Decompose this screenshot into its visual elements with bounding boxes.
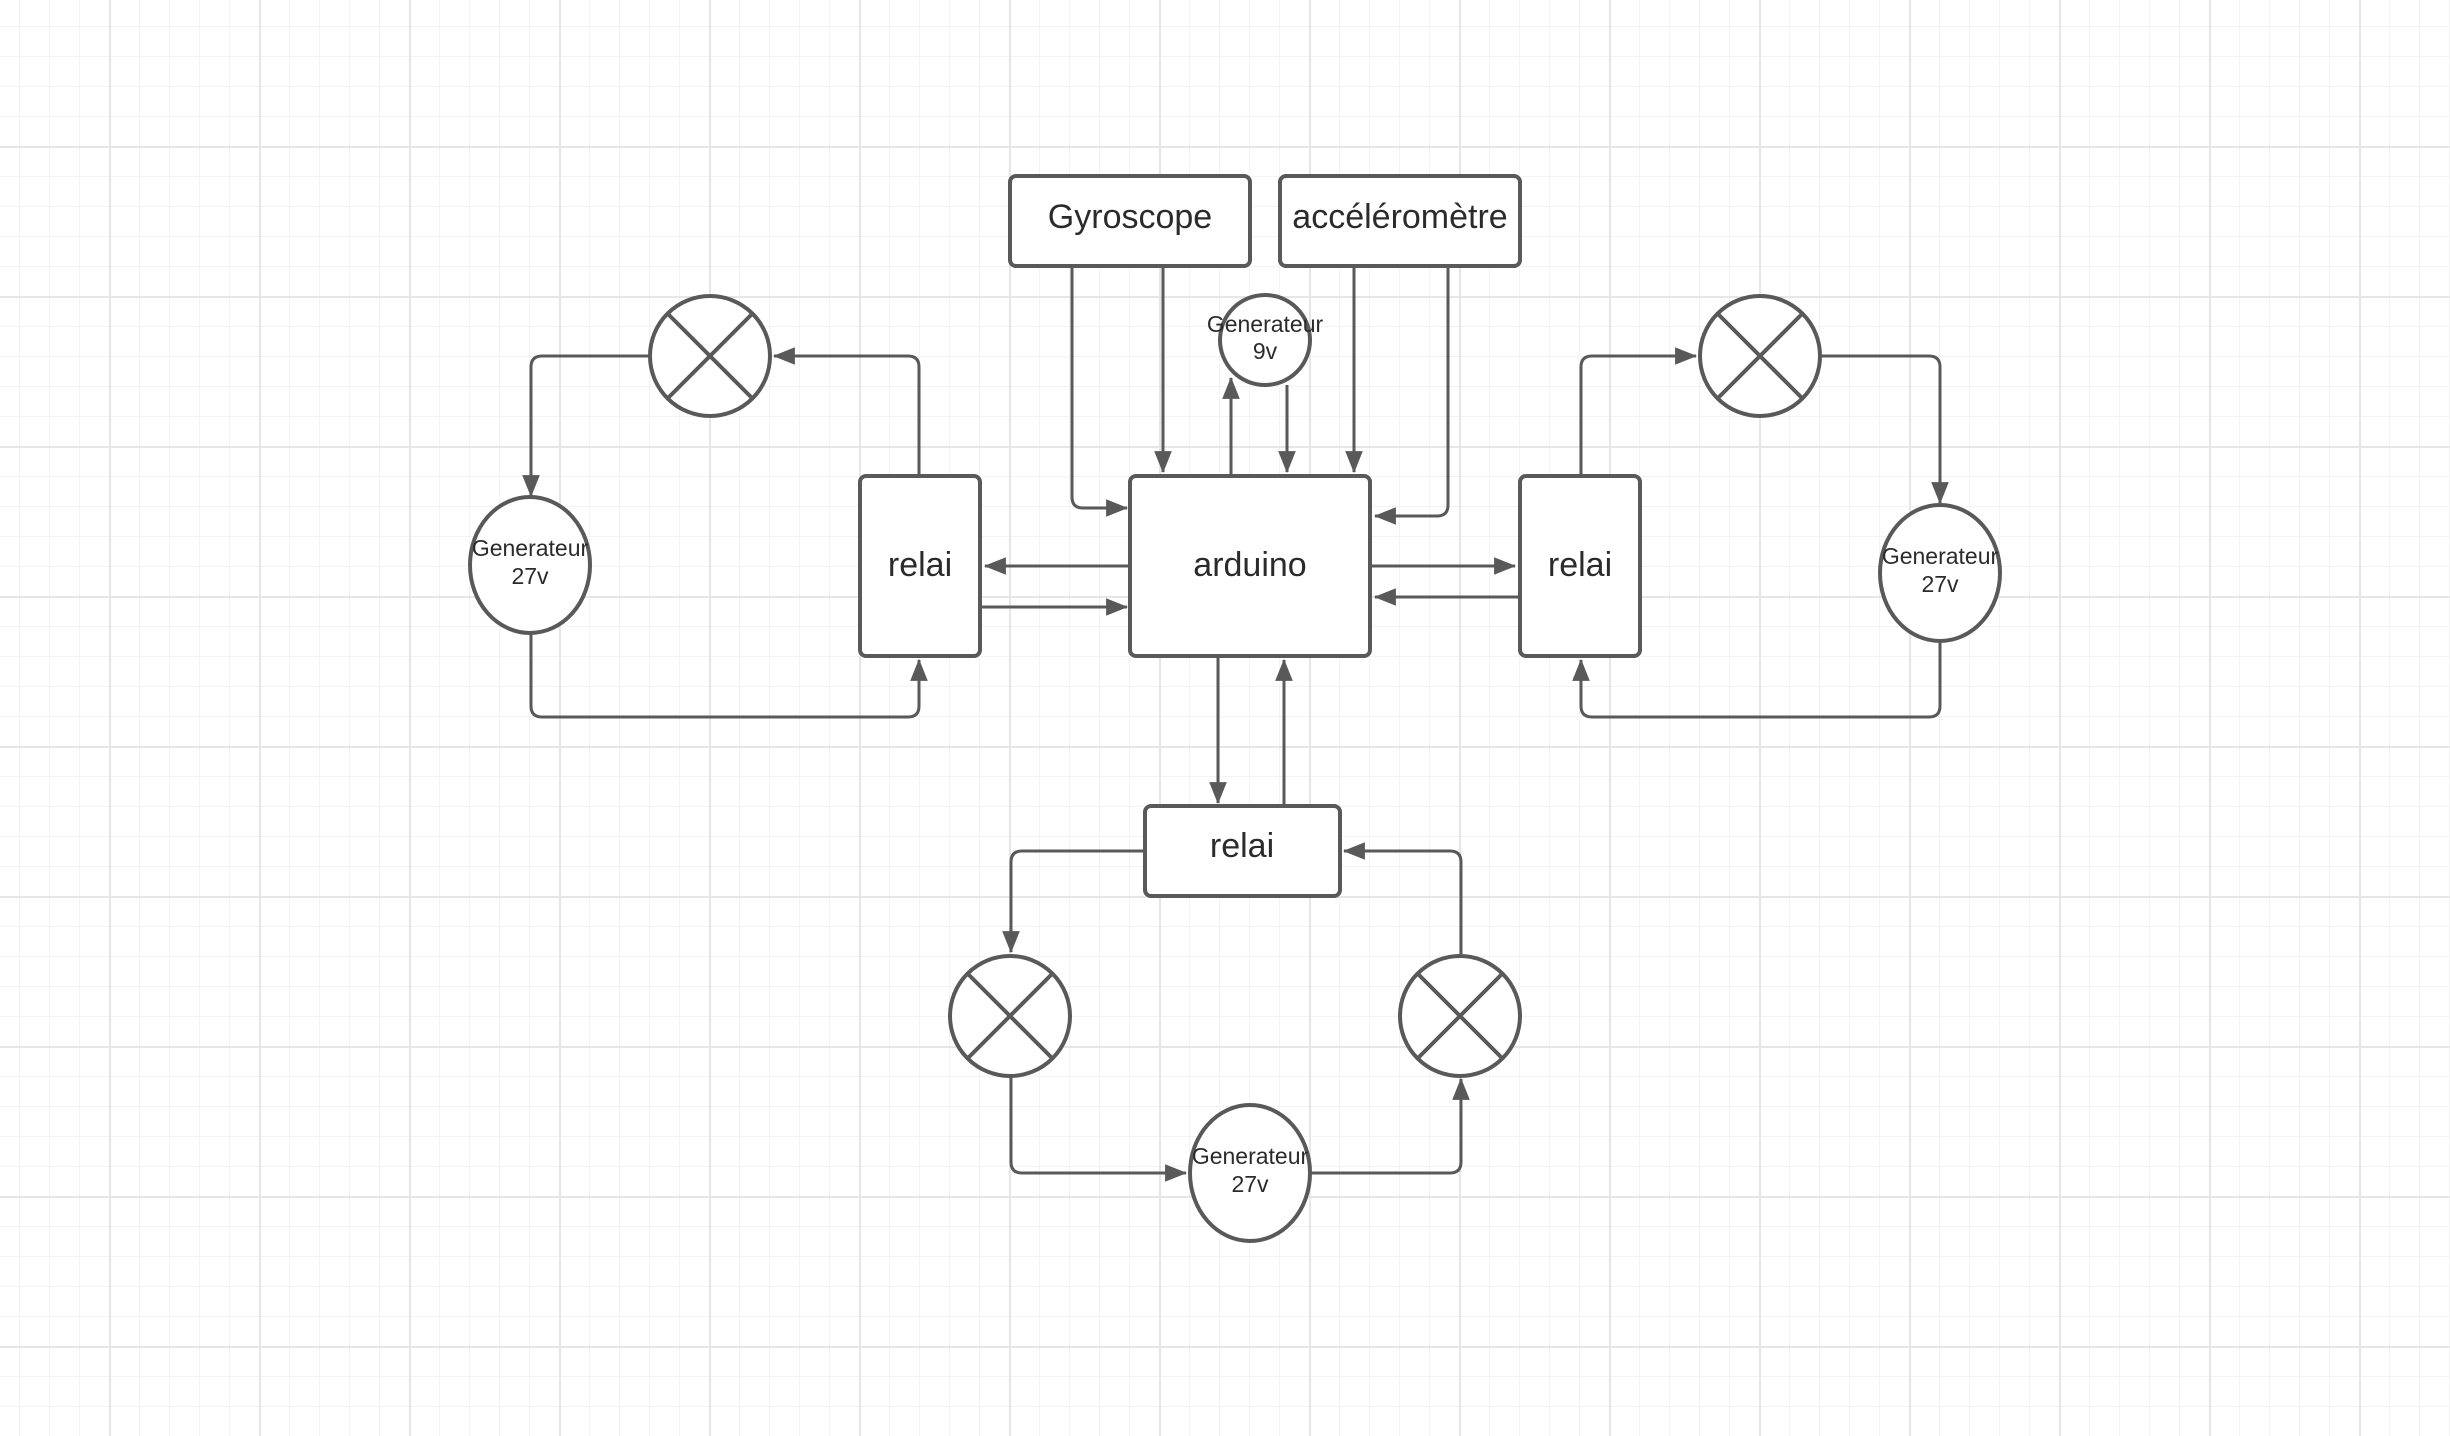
lamp-bottom-left-icon[interactable] <box>948 954 1072 1078</box>
gen-bottom-label-line1: Generateur <box>1192 1143 1309 1169</box>
wire-relai-bottom-lamp-bl <box>1002 849 1146 954</box>
gen-right-label-line2: 27v <box>1921 571 1959 597</box>
wire-relai-left-lamp-left <box>772 347 921 476</box>
wire-lamp-bl-gen-bottom <box>1009 1076 1188 1182</box>
wire-relai-right-lamp-right <box>1579 347 1698 476</box>
gen-right-label-line1: Generateur <box>1882 543 1999 569</box>
generator-9v[interactable]: Generateur 9v <box>1207 293 1324 387</box>
gen-left-label-line1: Generateur <box>472 535 589 561</box>
relai-left-label: relai <box>888 546 952 584</box>
arduino-label: arduino <box>1193 546 1306 584</box>
gen9v-label-line2: 9v <box>1253 338 1278 364</box>
wire-lamp-br-relai-bottom <box>1342 842 1463 954</box>
connectors <box>522 266 1949 1182</box>
arduino-box[interactable]: arduino <box>1128 474 1372 658</box>
lamp-bottom-right-icon[interactable] <box>1398 954 1522 1078</box>
relai-bottom-box[interactable]: relai <box>1143 804 1342 898</box>
generator-27v-right[interactable]: Generateur 27v <box>1878 503 2002 643</box>
wire-gen-right-relai-right <box>1572 640 1942 719</box>
relai-bottom-label: relai <box>1210 827 1274 865</box>
accelerometre-box[interactable]: accéléromètre <box>1278 174 1522 268</box>
relai-left-box[interactable]: relai <box>858 474 982 658</box>
generator-27v-bottom[interactable]: Generateur 27v <box>1188 1103 1312 1243</box>
gen-bottom-label-line2: 27v <box>1231 1171 1269 1197</box>
relai-right-box[interactable]: relai <box>1518 474 1642 658</box>
lamp-right-icon[interactable] <box>1698 294 1822 418</box>
gyroscope-box[interactable]: Gyroscope <box>1008 174 1252 268</box>
wire-lamp-right-gen-right <box>1820 354 1949 505</box>
lamp-left-icon[interactable] <box>648 294 772 418</box>
wire-gyroscope-arduino-1 <box>1070 266 1129 517</box>
gen-left-label-line2: 27v <box>511 563 549 589</box>
wire-gen-left-relai-left <box>529 633 928 719</box>
relai-right-label: relai <box>1548 546 1612 584</box>
gen9v-label-line1: Generateur <box>1207 311 1324 337</box>
wire-accelerometre-arduino-2 <box>1373 266 1450 525</box>
wire-gen-bottom-lamp-br <box>1309 1077 1470 1175</box>
gyroscope-label: Gyroscope <box>1048 198 1212 236</box>
generator-27v-left[interactable]: Generateur 27v <box>468 495 592 635</box>
accelerometre-label: accéléromètre <box>1292 198 1507 236</box>
wire-lamp-left-gen-left <box>522 354 650 498</box>
